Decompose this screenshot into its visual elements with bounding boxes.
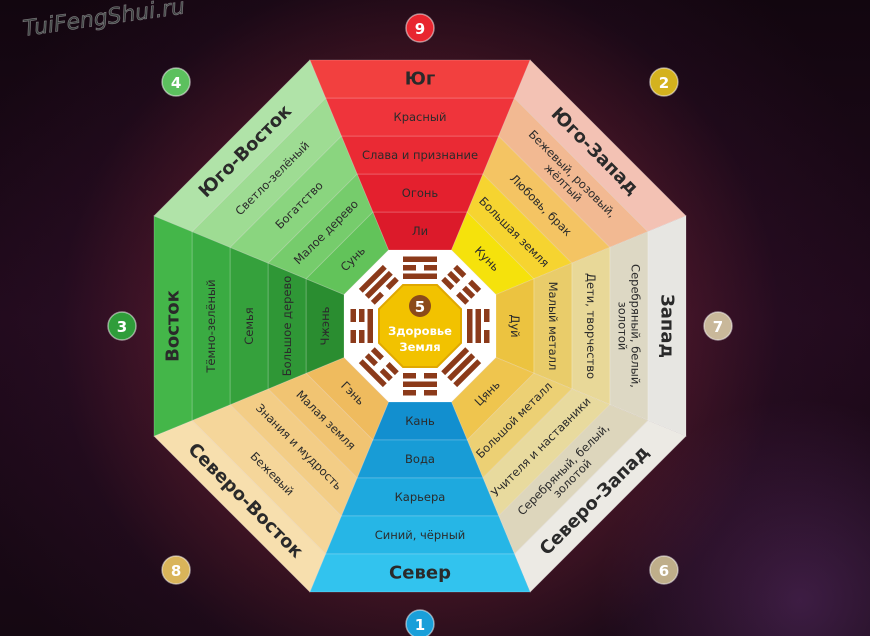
band-label: Красный xyxy=(394,110,447,124)
band-label: Огонь xyxy=(402,186,439,200)
center-number: 5 xyxy=(415,298,425,316)
band-label: Дети, творчество xyxy=(584,273,598,379)
direction-band xyxy=(153,215,193,437)
trigram-icon xyxy=(350,309,373,343)
band-label: Дуй xyxy=(508,314,522,337)
sector-number-badge: 9 xyxy=(405,13,435,43)
direction-band xyxy=(153,59,327,233)
sector-number-badge: 7 xyxy=(703,311,733,341)
direction-label: Восток xyxy=(163,290,184,362)
trigram-icon xyxy=(358,347,399,388)
sector-south: Ли Огонь Слава и признание Красный Юг xyxy=(309,59,531,251)
sector-number-badge: 4 xyxy=(161,67,191,97)
direction-band xyxy=(647,215,687,437)
band-label: Серебряный, белый,золотой xyxy=(616,264,643,388)
band-label: Синий, чёрный xyxy=(375,528,466,542)
trigram-icon xyxy=(441,264,482,305)
sector-number: 3 xyxy=(117,318,127,336)
band-label: Вода xyxy=(405,452,435,466)
direction-label: Запад xyxy=(657,294,678,358)
sector-number: 7 xyxy=(713,318,723,336)
trigram-icon xyxy=(441,347,482,388)
trigram-icon xyxy=(403,256,437,279)
direction-band xyxy=(513,419,687,593)
direction-band xyxy=(513,59,687,233)
direction-band xyxy=(153,419,327,593)
center-line-health: Здоровье xyxy=(388,324,452,338)
direction-band xyxy=(309,553,531,593)
band-label: Малый металл xyxy=(546,282,560,371)
trigram-icon xyxy=(358,264,399,305)
sector-number: 2 xyxy=(659,74,669,92)
band-label: Слава и признание xyxy=(362,148,478,162)
band-label: Карьера xyxy=(395,490,446,504)
band-label: Тёмно-зелёный xyxy=(204,279,218,373)
center-number-badge xyxy=(409,295,431,317)
band-label: Чжэнь xyxy=(318,306,332,345)
trigram-icon xyxy=(467,309,490,343)
watermark: TuiFengShui.ru xyxy=(21,0,186,42)
band-label: Семья xyxy=(242,307,256,344)
sector-number: 8 xyxy=(171,562,181,580)
sector-number: 1 xyxy=(415,616,425,634)
sector-number: 6 xyxy=(659,562,669,580)
sector-number-badge: 2 xyxy=(649,67,679,97)
sector-number: 9 xyxy=(415,20,425,38)
center-health-zone xyxy=(378,284,462,368)
band-label: Ли xyxy=(412,224,428,238)
sector-number: 4 xyxy=(171,74,181,92)
direction-label: Юг xyxy=(405,69,436,90)
band-label: Кань xyxy=(405,414,435,428)
sector-number-badge: 1 xyxy=(405,609,435,636)
sector-number-badge: 3 xyxy=(107,311,137,341)
center-line-earth: Земля xyxy=(399,340,440,354)
sector-number-badge: 6 xyxy=(649,555,679,585)
direction-label: Север xyxy=(389,563,451,584)
sector-number-badge: 8 xyxy=(161,555,191,585)
band-label: Большое дерево xyxy=(280,276,294,377)
sector-west: Дуй Малый металл Дети, творчество Серебряны… xyxy=(495,215,687,437)
trigram-icon xyxy=(403,373,437,396)
sector-east: Чжэнь Большое дерево Семья Тёмно-зелёный Вос… xyxy=(153,215,345,437)
